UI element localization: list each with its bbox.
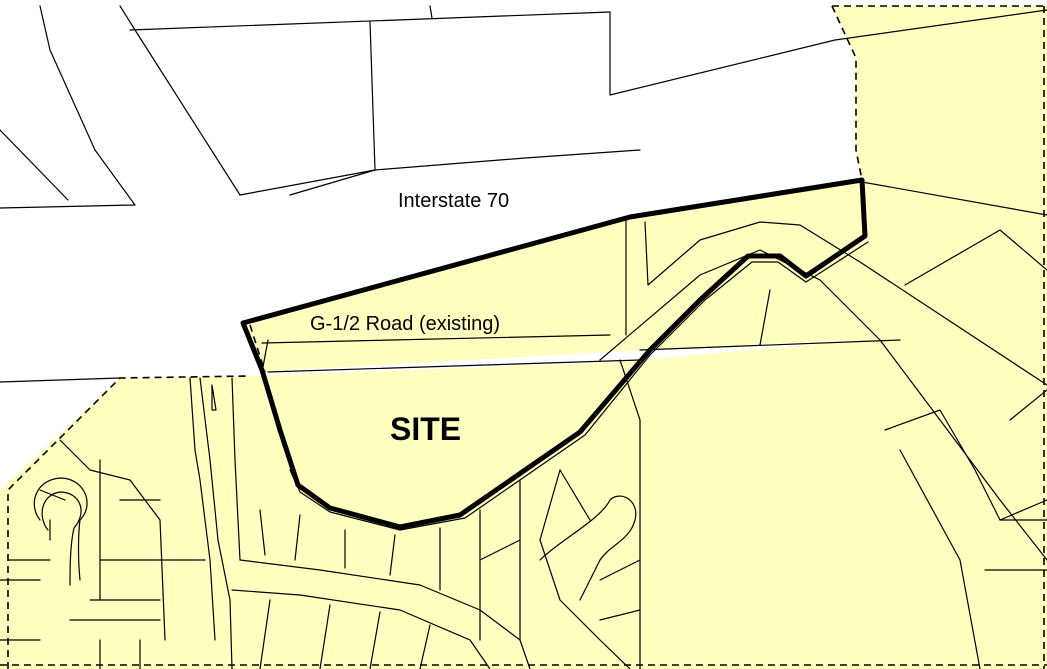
parcel-lines (0, 5, 1047, 669)
map-labels: Interstate 70 G-1/2 Road (existing) SITE (310, 190, 509, 447)
zoned-area (0, 6, 1047, 669)
road-label: G-1/2 Road (existing) (310, 313, 500, 335)
site-boundary (240, 177, 869, 531)
site-label: SITE (390, 411, 461, 447)
interstate-label: Interstate 70 (398, 190, 509, 212)
